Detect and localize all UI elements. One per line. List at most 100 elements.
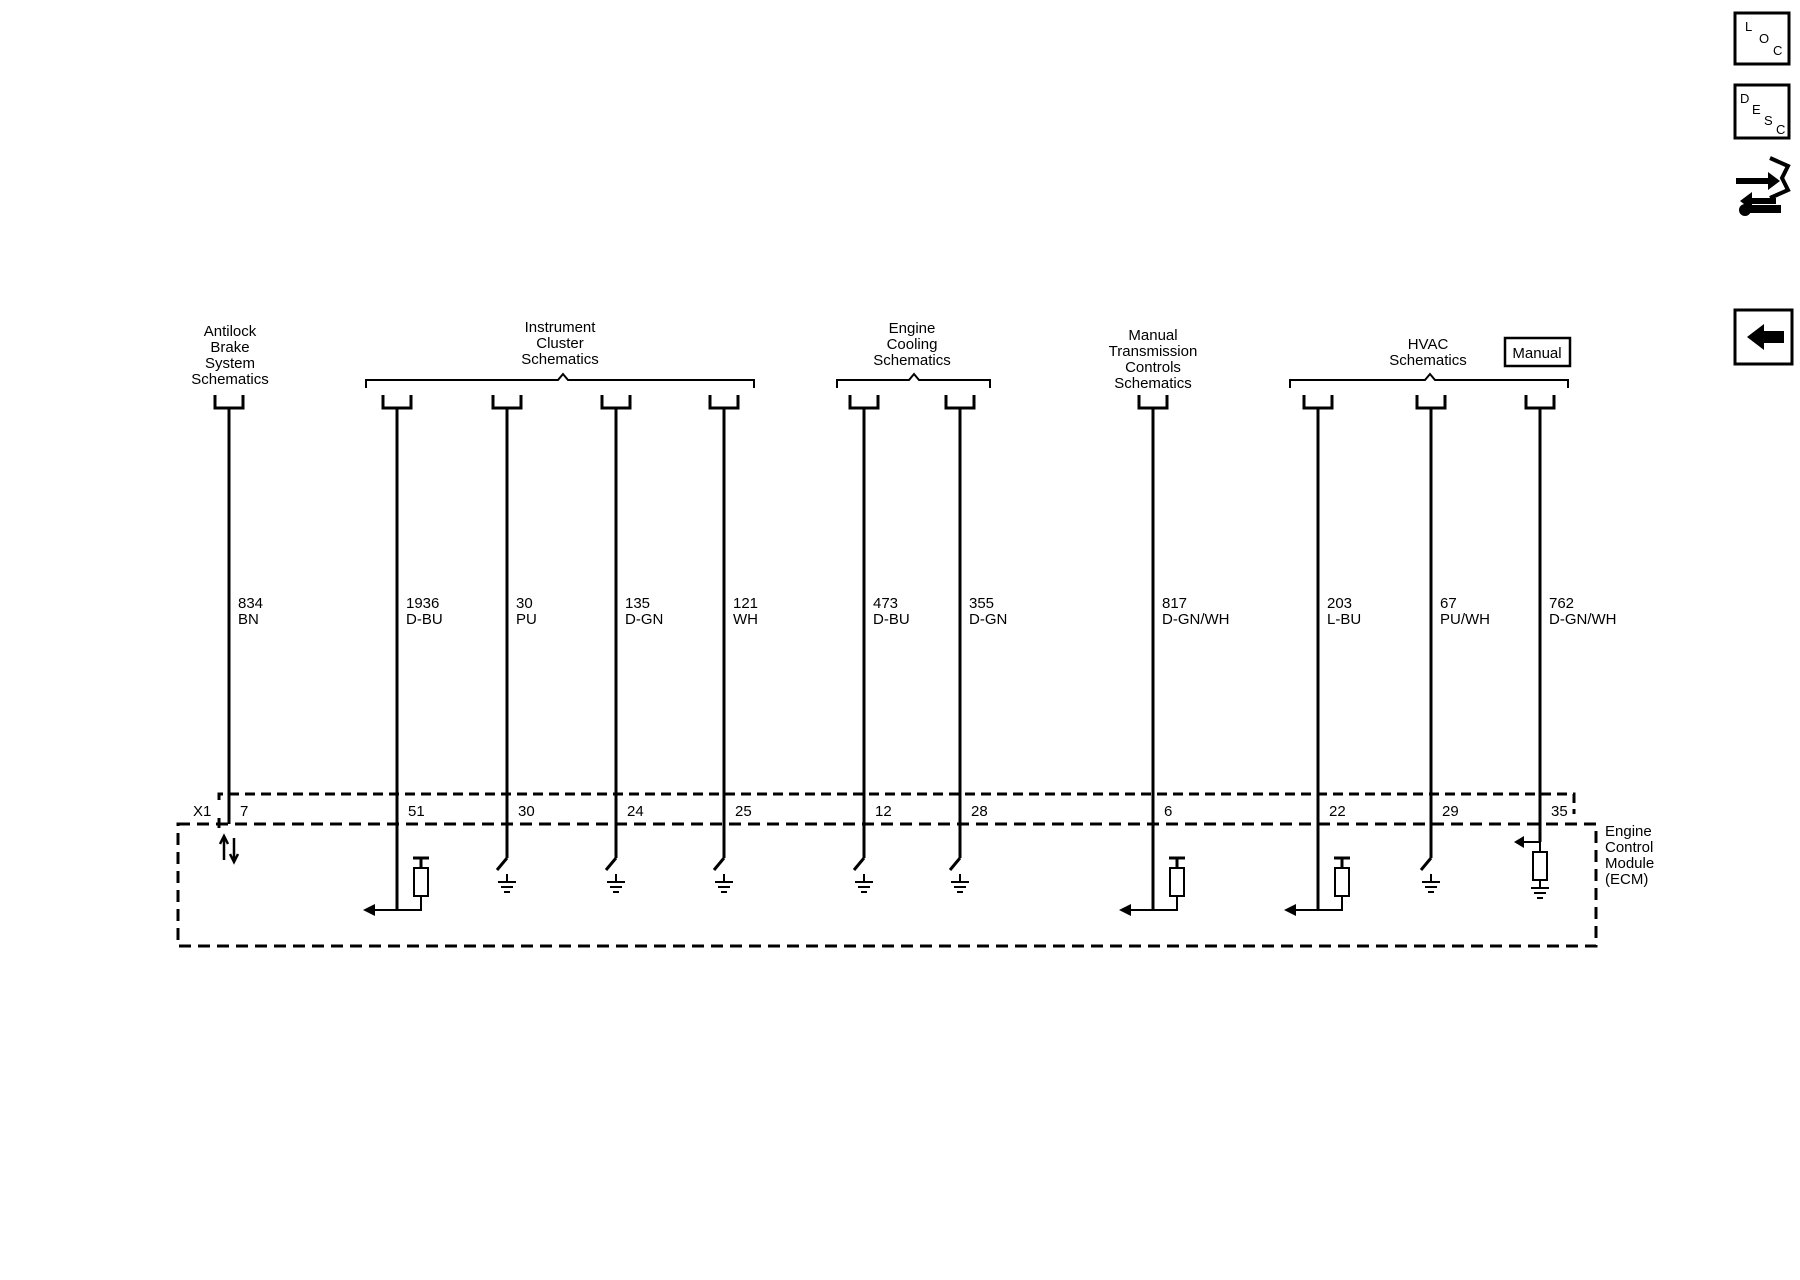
switch-contact xyxy=(604,857,618,871)
svg-text:Engine: Engine xyxy=(889,320,936,337)
svg-text:Controls: Controls xyxy=(1125,359,1181,376)
resistor xyxy=(1334,867,1350,897)
svg-text:System: System xyxy=(205,355,255,372)
connector-terminal xyxy=(848,395,880,410)
connector-label: X1 xyxy=(193,803,211,820)
ground-symbol xyxy=(498,874,516,893)
circuit-number: 817 xyxy=(1162,595,1187,612)
connector-terminal xyxy=(708,395,740,410)
pull-up-path xyxy=(1294,896,1343,911)
desc-letter-d: D xyxy=(1740,91,1749,106)
manual-transmission-schematics-label[interactable]: Manual Transmission Controls Schematics xyxy=(1109,327,1198,392)
wire-color: PU/WH xyxy=(1440,611,1490,628)
connector-terminal xyxy=(381,395,413,410)
svg-text:Instrument: Instrument xyxy=(525,319,597,336)
pull-up-path xyxy=(1129,896,1178,911)
instrument-cluster-schematics-label[interactable]: Instrument Cluster Schematics xyxy=(521,319,599,368)
switch-contact xyxy=(852,857,866,871)
svg-text:Antilock: Antilock xyxy=(204,323,257,340)
circuit-number: 30 xyxy=(516,595,533,612)
svg-text:Control: Control xyxy=(1605,839,1653,856)
loc-letter-o: O xyxy=(1759,31,1769,46)
wire-color: BN xyxy=(238,611,259,628)
connector-terminal xyxy=(213,395,245,410)
connector-terminal xyxy=(1302,395,1334,410)
pin-number: 7 xyxy=(240,803,248,820)
loc-letter-l: L xyxy=(1745,19,1752,34)
circuit-number: 121 xyxy=(733,595,758,612)
reference-voltage xyxy=(1169,856,1185,868)
pin-number: 6 xyxy=(1164,803,1172,820)
manual-badge: Manual xyxy=(1503,336,1572,368)
pull-up-path xyxy=(373,896,422,911)
switch-contact xyxy=(1419,857,1433,871)
ecm-module-box xyxy=(176,822,1598,948)
svg-text:HVAC: HVAC xyxy=(1408,336,1449,353)
wire-color: D-GN/WH xyxy=(1549,611,1617,628)
svg-text:Schematics: Schematics xyxy=(873,352,951,369)
ecm-label: Engine Control Module (ECM) xyxy=(1605,823,1654,888)
svg-text:Module: Module xyxy=(1605,855,1654,872)
back-button[interactable] xyxy=(1733,308,1794,366)
svg-text:Schematics: Schematics xyxy=(521,351,599,368)
circuit-number: 135 xyxy=(625,595,650,612)
pin-number: 12 xyxy=(875,803,892,820)
ground-symbol xyxy=(1531,880,1549,899)
location-button[interactable]: L O C xyxy=(1733,11,1791,66)
desc-letter-s: S xyxy=(1764,113,1773,128)
svg-text:Brake: Brake xyxy=(210,339,249,356)
output-arrow-icon xyxy=(1119,904,1131,916)
svg-text:Engine: Engine xyxy=(1605,823,1652,840)
svg-text:Schematics: Schematics xyxy=(1114,375,1192,392)
connector-terminal xyxy=(1415,395,1447,410)
wire-color: D-BU xyxy=(406,611,443,628)
svg-text:Schematics: Schematics xyxy=(191,371,269,388)
connector-terminal xyxy=(1137,395,1169,410)
wire-color: D-GN xyxy=(969,611,1007,628)
circuit-number: 67 xyxy=(1440,595,1457,612)
back-arrow-icon xyxy=(1747,324,1784,350)
wire-color: D-GN xyxy=(625,611,663,628)
pin-number: 35 xyxy=(1551,803,1568,820)
description-button[interactable]: D E S C xyxy=(1733,83,1791,140)
ground-symbol xyxy=(855,874,873,893)
output-arrow-icon xyxy=(363,904,375,916)
ground-symbol xyxy=(951,874,969,893)
group-braces xyxy=(365,372,1569,388)
resistor xyxy=(413,867,429,897)
serial-data-icon xyxy=(218,833,240,865)
svg-text:Manual: Manual xyxy=(1128,327,1177,344)
hvac-schematics-label[interactable]: HVAC Schematics xyxy=(1389,336,1467,369)
wire-color: D-GN/WH xyxy=(1162,611,1230,628)
resistor xyxy=(1169,867,1185,897)
desc-letter-c: C xyxy=(1776,122,1785,137)
resistor xyxy=(1532,851,1548,881)
pin-number: 51 xyxy=(408,803,425,820)
svg-text:(ECM): (ECM) xyxy=(1605,871,1648,888)
pin-number: 25 xyxy=(735,803,752,820)
pin-number: 30 xyxy=(518,803,535,820)
wire-color: WH xyxy=(733,611,758,628)
svg-text:Transmission: Transmission xyxy=(1109,343,1198,360)
circuit-number: 473 xyxy=(873,595,898,612)
reference-voltage xyxy=(413,856,429,868)
engine-cooling-schematics-label[interactable]: Engine Cooling Schematics xyxy=(873,320,951,369)
connector-tool-icon[interactable] xyxy=(1736,156,1791,216)
svg-text:Schematics: Schematics xyxy=(1389,352,1467,369)
pin-number: 29 xyxy=(1442,803,1459,820)
reference-voltage xyxy=(1334,856,1350,868)
abs-schematics-label[interactable]: Antilock Brake System Schematics xyxy=(191,323,269,388)
wire-color: PU xyxy=(516,611,537,628)
loc-letter-c: C xyxy=(1773,43,1782,58)
